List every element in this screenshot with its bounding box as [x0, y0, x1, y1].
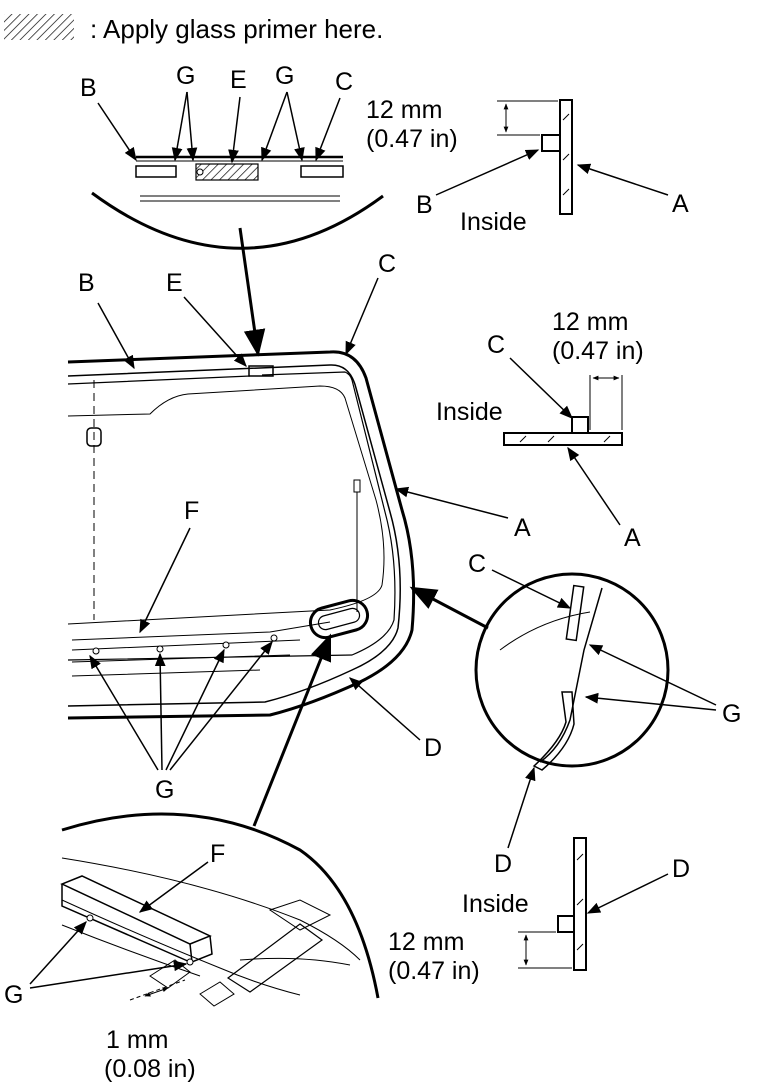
- label-f: F: [184, 497, 199, 525]
- corner-detail: C G D: [468, 550, 741, 878]
- label-b: B: [416, 191, 433, 219]
- label-a: A: [624, 524, 641, 552]
- label-g: G: [4, 981, 23, 1009]
- label-a: A: [672, 190, 689, 218]
- windshield: B E C A F D G: [67, 250, 531, 804]
- label-g: G: [176, 62, 195, 90]
- label-d: D: [424, 734, 442, 762]
- dim-12mm: 12 mm: [552, 308, 628, 336]
- section-d: Inside D 12 mm (0.47 in): [388, 837, 690, 985]
- dim-008in: (0.08 in): [104, 1055, 196, 1083]
- dim-1mm: 1 mm: [106, 1026, 169, 1054]
- bracket-e: [248, 365, 274, 377]
- section-c: 12 mm (0.47 in) C Inside A: [436, 308, 644, 552]
- section-b: 12 mm (0.47 in) B Inside A: [366, 96, 689, 236]
- dim-047in: (0.47 in): [552, 337, 644, 365]
- inside-text: Inside: [462, 890, 529, 918]
- label-c: C: [487, 331, 505, 359]
- inside-text: Inside: [436, 398, 503, 426]
- hatch-swatch-icon: [4, 14, 74, 40]
- detail-link-arrow: [252, 633, 332, 827]
- label-b: B: [80, 74, 97, 102]
- label-e: E: [230, 66, 247, 94]
- detail-link-arrow: [409, 586, 489, 630]
- label-f: F: [210, 840, 225, 868]
- label-d: D: [672, 855, 690, 883]
- label-g: G: [155, 776, 174, 804]
- label-c: C: [378, 250, 396, 278]
- dim-047in: (0.47 in): [388, 957, 480, 985]
- highlight-oval: [308, 598, 370, 640]
- top-detail: B G E G C: [80, 62, 384, 250]
- label-g: G: [722, 700, 741, 728]
- legend: : Apply glass primer here.: [4, 14, 383, 44]
- dim-12mm: 12 mm: [366, 96, 442, 124]
- label-c: C: [335, 68, 353, 96]
- label-a: A: [514, 514, 531, 542]
- detail-link-arrow: [238, 227, 266, 357]
- label-e: E: [166, 269, 183, 297]
- label-c: C: [468, 550, 486, 578]
- bottom-detail: F G 1 mm (0.08 in): [4, 812, 380, 1083]
- inside-text: Inside: [460, 208, 527, 236]
- label-g: G: [275, 62, 294, 90]
- dim-047in: (0.47 in): [366, 125, 458, 153]
- label-d: D: [494, 850, 512, 878]
- label-b: B: [78, 269, 95, 297]
- legend-text: : Apply glass primer here.: [90, 14, 383, 44]
- dim-12mm: 12 mm: [388, 928, 464, 956]
